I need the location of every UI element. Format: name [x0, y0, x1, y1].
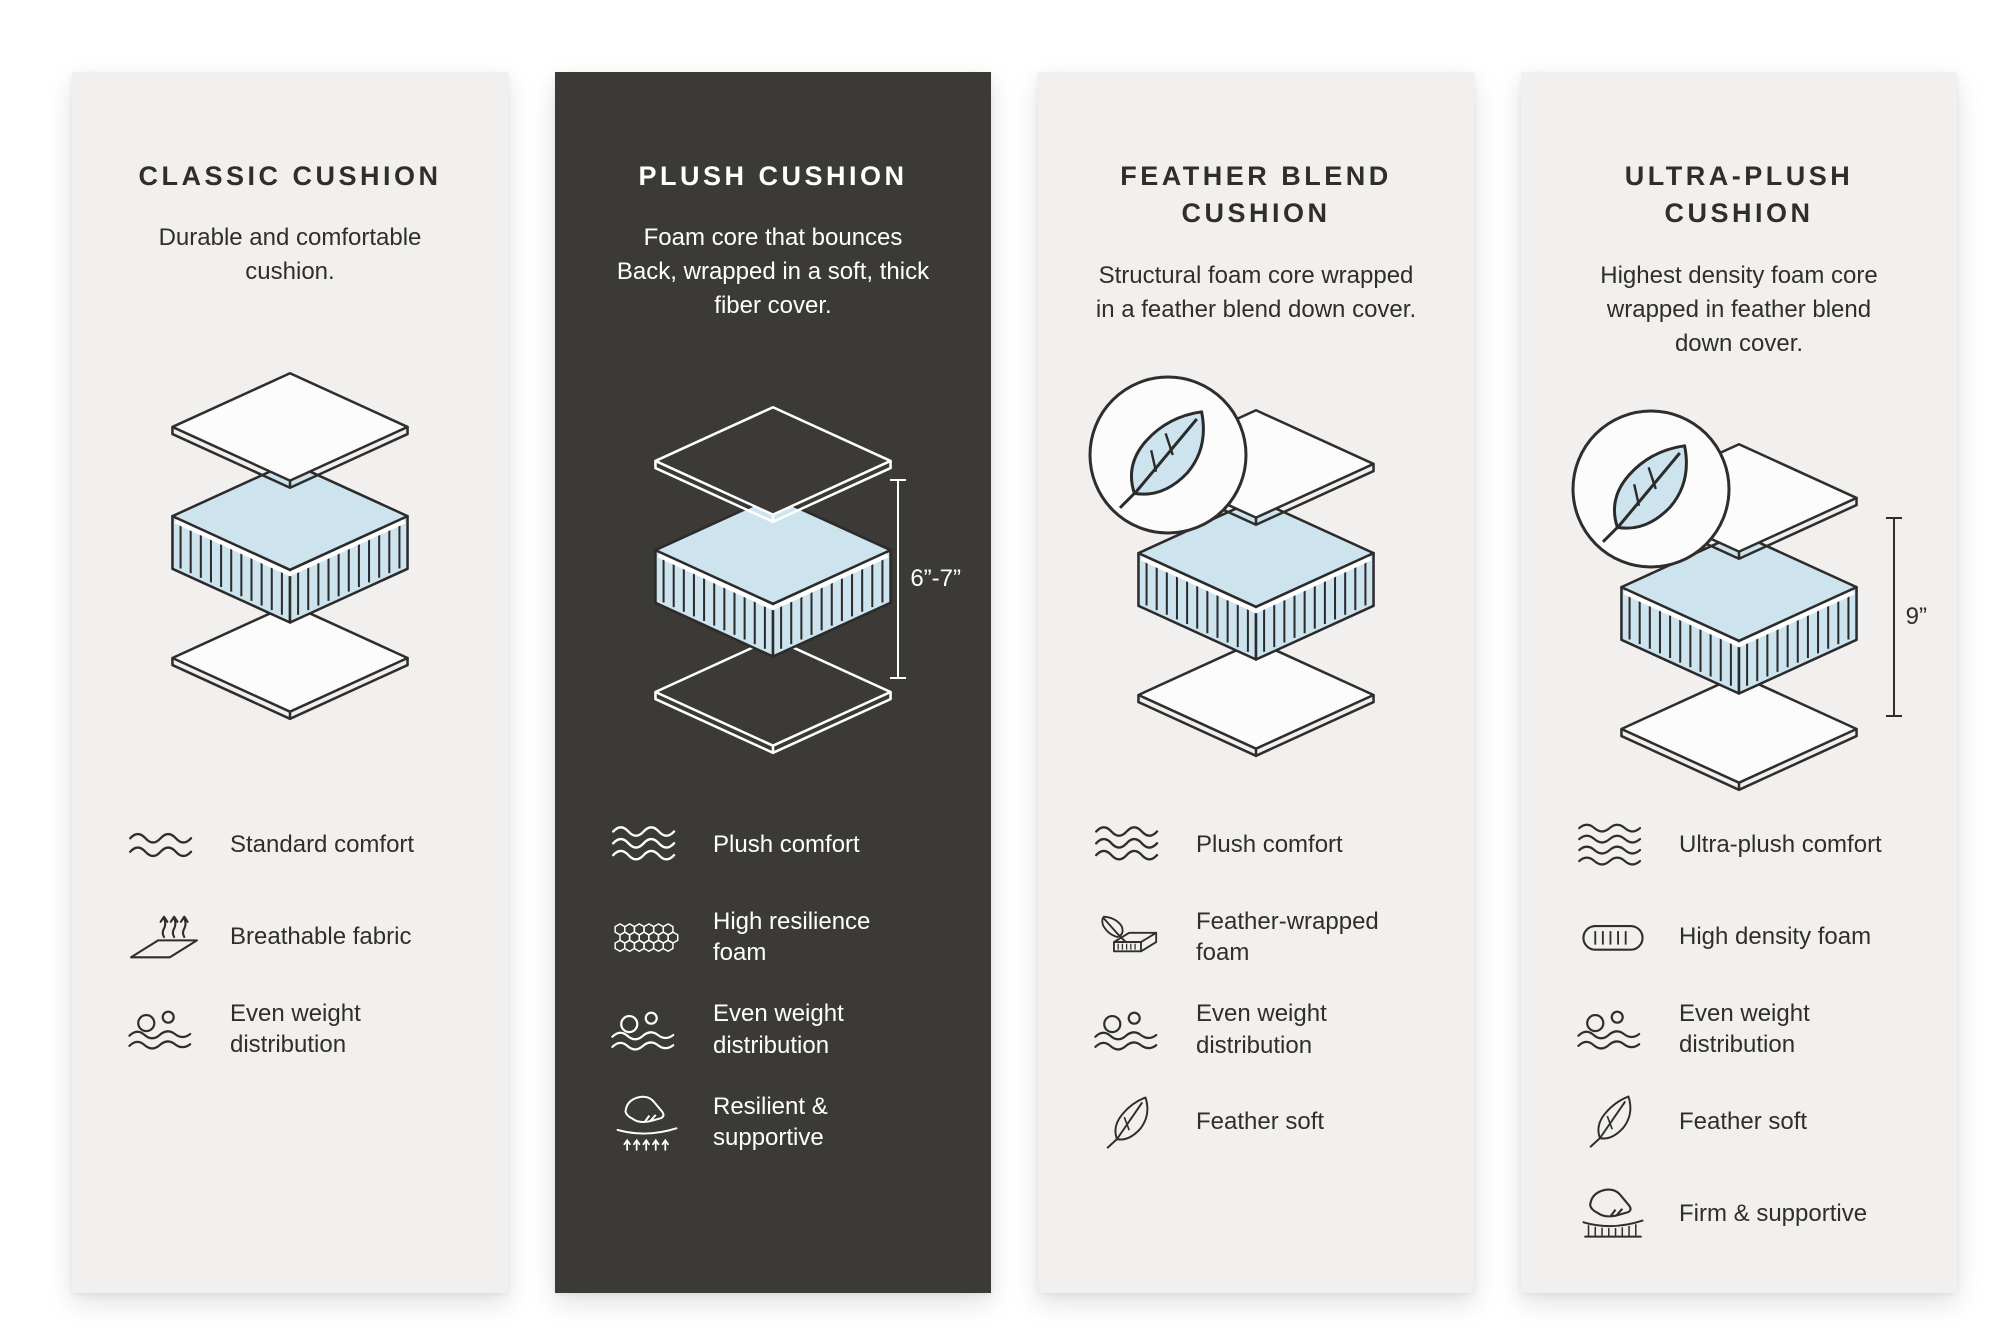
- dimension-line: [890, 479, 907, 680]
- feature-row: Even weight distribution: [609, 998, 961, 1060]
- feature-label: Plush comfort: [1196, 831, 1343, 859]
- feature-label: Feather soft: [1679, 1107, 1808, 1135]
- firm-supportive-icon: [1575, 1182, 1651, 1244]
- high-density-foam-icon: [1575, 906, 1651, 968]
- card-description: Durable and comfortable cushion.: [158, 224, 422, 286]
- feature-label: Breathable fabric: [230, 923, 412, 951]
- resilient-supportive-icon: [609, 1091, 685, 1153]
- cushion-diagram: 9”: [1565, 401, 1927, 831]
- feature-list: Plush comfort Feather-wrapped foam Even …: [1092, 814, 1444, 1183]
- feature-label: Even weight distribution: [713, 1000, 844, 1059]
- even-weight-icon: [126, 998, 202, 1060]
- even-weight-icon: [609, 999, 685, 1061]
- comfort-wave-icon: [126, 814, 202, 876]
- feature-label: Ultra-plush comfort: [1679, 831, 1882, 859]
- card-ultra-plush-cushion: ULTRA-PLUSH CUSHION Highest density foam…: [1521, 72, 1957, 1293]
- feature-row: Ultra-plush comfort: [1575, 814, 1927, 876]
- feature-label: Even weight distribution: [1196, 1000, 1327, 1059]
- feature-row: Feather-wrapped foam: [1092, 906, 1444, 968]
- card-description: Highest density foam core wrapped in fea…: [1600, 261, 1878, 357]
- resilience-foam-icon: [609, 906, 685, 968]
- feature-list: Standard comfort Breathable fabric Even …: [126, 814, 478, 1090]
- feature-label: High resilience foam: [713, 908, 871, 967]
- card-title: CLASSIC CUSHION: [138, 161, 442, 191]
- dimension-label: 6”-7”: [910, 565, 961, 593]
- feature-label: Resilient & supportive: [713, 1092, 828, 1151]
- cushion-layers-icon: [138, 365, 442, 724]
- feather-circle-icon: [1567, 405, 1735, 573]
- feature-row: Even weight distribution: [1575, 998, 1927, 1060]
- cushion-layers-icon: [621, 399, 925, 758]
- feature-row: Plush comfort: [1092, 814, 1444, 876]
- feather-soft-icon: [1092, 1091, 1168, 1153]
- cushion-diagram: [116, 329, 464, 759]
- even-weight-icon: [1092, 999, 1168, 1061]
- cushion-diagram: 6”-7”: [599, 363, 961, 793]
- feature-row: High density foam: [1575, 906, 1927, 968]
- card-title: ULTRA-PLUSH CUSHION: [1624, 161, 1854, 229]
- feature-label: Plush comfort: [713, 831, 860, 859]
- feather-wrapped-foam-icon: [1092, 906, 1168, 968]
- cushion-comparison-board: CLASSIC CUSHION Durable and comfortable …: [72, 72, 1957, 1293]
- feature-label: Feather soft: [1196, 1108, 1325, 1136]
- card-title: FEATHER BLEND CUSHION: [1120, 161, 1392, 229]
- height-dimension: 6”-7”: [890, 479, 961, 680]
- feature-label: High density foam: [1679, 923, 1872, 951]
- card-plush-cushion: PLUSH CUSHION Foam core that bounces Bac…: [555, 72, 991, 1293]
- comfort-wave-icon: [1092, 814, 1168, 876]
- feature-label: Standard comfort: [230, 831, 415, 859]
- feature-label: Even weight distribution: [1679, 1000, 1810, 1059]
- feature-row: Plush comfort: [609, 814, 961, 876]
- even-weight-icon: [1575, 998, 1651, 1060]
- dimension-line: [1885, 516, 1902, 717]
- feature-label: Feather-wrapped foam: [1196, 908, 1379, 967]
- cushion-diagram: [1082, 367, 1430, 797]
- feature-label: Even weight distribution: [230, 1000, 361, 1059]
- feature-row: Feather soft: [1575, 1090, 1927, 1152]
- feather-circle-icon: [1084, 371, 1252, 539]
- feature-label: Firm & supportive: [1679, 1199, 1868, 1227]
- feature-row: High resilience foam: [609, 906, 961, 968]
- dimension-label: 9”: [1905, 602, 1927, 630]
- card-feather-blend-cushion: FEATHER BLEND CUSHION Structural foam co…: [1038, 72, 1474, 1293]
- feature-list: Ultra-plush comfort High density foam Ev…: [1575, 814, 1927, 1274]
- comfort-wave-icon: [1575, 814, 1651, 876]
- feature-row: Even weight distribution: [1092, 998, 1444, 1060]
- card-description: Structural foam core wrapped in a feathe…: [1095, 261, 1417, 323]
- card-classic-cushion: CLASSIC CUSHION Durable and comfortable …: [72, 72, 508, 1293]
- breathable-fabric-icon: [126, 906, 202, 968]
- feature-row: Breathable fabric: [126, 906, 478, 968]
- feature-row: Standard comfort: [126, 814, 478, 876]
- feature-list: Plush comfort High resilience foam Even …: [609, 814, 961, 1183]
- feather-soft-icon: [1575, 1090, 1651, 1152]
- comfort-wave-icon: [609, 814, 685, 876]
- feature-row: Feather soft: [1092, 1091, 1444, 1153]
- feature-row: Even weight distribution: [126, 998, 478, 1060]
- card-title: PLUSH CUSHION: [638, 161, 908, 191]
- card-description: Foam core that bounces Back, wrapped in …: [616, 224, 930, 320]
- height-dimension: 9”: [1885, 516, 1927, 717]
- feature-row: Resilient & supportive: [609, 1091, 961, 1153]
- feature-row: Firm & supportive: [1575, 1182, 1927, 1244]
